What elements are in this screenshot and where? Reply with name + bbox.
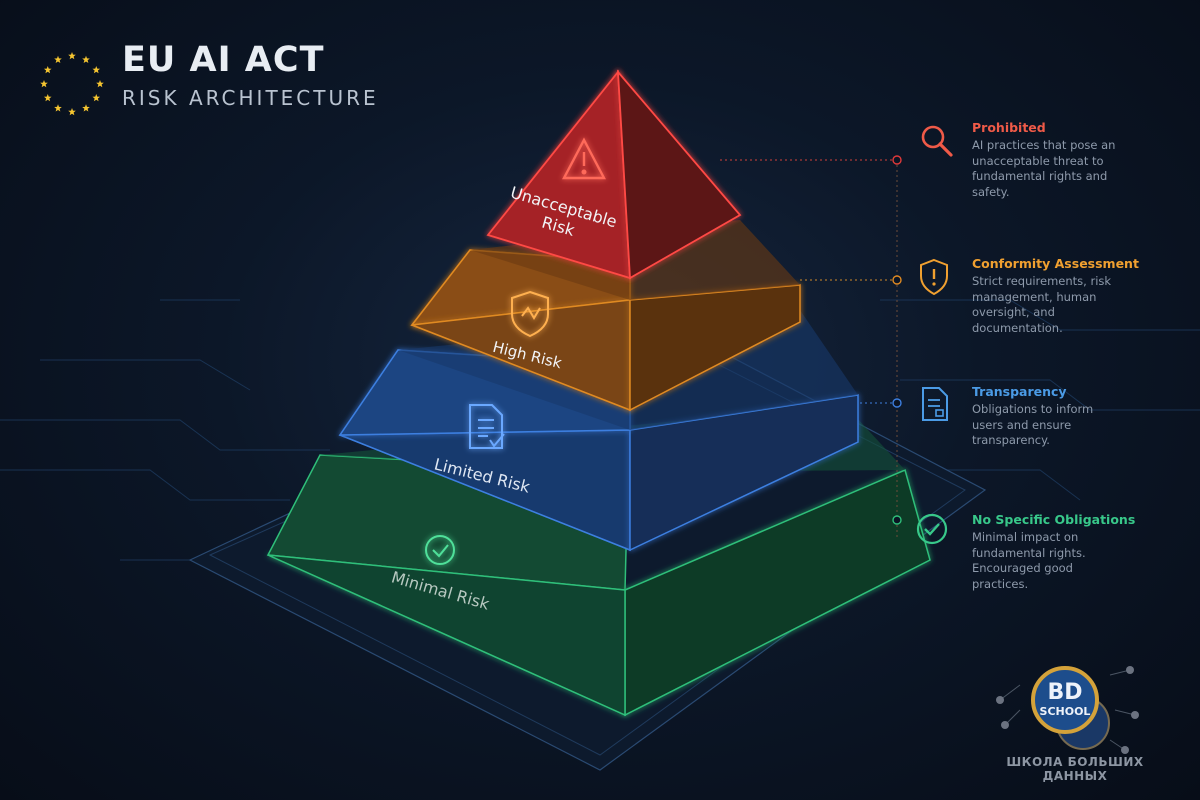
legend-heading: Prohibited [972, 120, 1046, 135]
document-icon [469, 404, 505, 449]
eu-star [54, 55, 62, 63]
legend-heading: Conformity Assessment [972, 256, 1139, 271]
legend-heading: No Specific Obligations [972, 512, 1136, 527]
connector-dots [892, 155, 902, 525]
legend-description: Strict requirements, risk management, hu… [972, 274, 1112, 335]
eu-star [82, 104, 90, 112]
legend-heading: Transparency [972, 384, 1067, 399]
page-subtitle: RISK ARCHITECTURE [122, 86, 379, 110]
warning-triangle-icon [562, 137, 606, 180]
legend-description: Obligations to inform users and ensure t… [972, 402, 1094, 447]
eu-star [82, 55, 90, 63]
legend-description: Minimal impact on fundamental rights. En… [972, 530, 1086, 591]
logo-line1: BD [1047, 680, 1082, 705]
magnifier-icon [921, 125, 953, 157]
eu-star [43, 94, 52, 102]
tier-unacceptable-risk [486, 69, 742, 280]
eu-stars-icon [40, 52, 104, 116]
eu-star [40, 80, 48, 88]
check-circle-icon [916, 513, 948, 545]
shield-alert-icon [920, 258, 948, 296]
legend-description: AI practices that pose an unacceptable t… [972, 138, 1116, 199]
document-icon [922, 387, 948, 421]
page-title: EU AI ACT [122, 40, 325, 80]
logo-line2: SCHOOL [1040, 705, 1091, 718]
shield-icon [511, 290, 549, 338]
eu-star [96, 80, 104, 88]
eu-star [54, 104, 62, 112]
eu-star [68, 108, 76, 116]
eu-star [43, 66, 52, 74]
check-circle-icon [425, 535, 455, 565]
eu-star [68, 52, 76, 60]
bd-school-logo: BD SCHOOL [996, 666, 1139, 754]
eu-star [92, 94, 101, 102]
logo-caption: ШКОЛА БОЛЬШИХ ДАННЫХ [1006, 755, 1144, 783]
eu-star [92, 66, 101, 74]
